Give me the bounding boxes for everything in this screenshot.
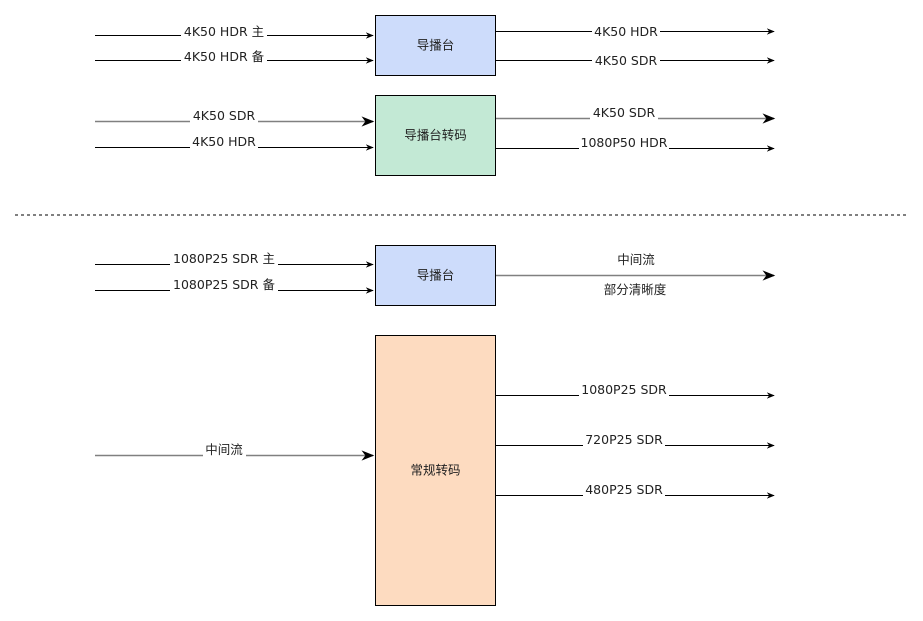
edge-output-480p25-sdr[interactable]: 480P25 SDR (496, 482, 775, 499)
node-switcher-top-label: 导播台 (417, 38, 455, 53)
node-switcher-transcode-label: 导播台转码 (404, 128, 467, 143)
edge-label: 中间流 (205, 442, 243, 457)
edge-output-720p25-sdr[interactable]: 720P25 SDR (496, 432, 775, 449)
edge-label: 4K50 HDR (594, 24, 658, 39)
edge-input-4k50-hdr[interactable]: 4K50 HDR (95, 134, 374, 152)
node-switcher-lower[interactable]: 导播台 (375, 245, 496, 306)
node-switcher-transcode[interactable]: 导播台转码 (375, 95, 496, 176)
edge-label: 1080P50 HDR (581, 135, 668, 150)
edge-input-1080p25-sdr-backup[interactable]: 1080P25 SDR 备 (95, 277, 374, 294)
edge-label: 4K50 HDR 备 (184, 49, 265, 64)
edge-output-4k50-sdr-transcode[interactable]: 4K50 SDR (496, 105, 776, 124)
edge-output-4k50-sdr[interactable]: 4K50 SDR (496, 53, 775, 69)
edge-label: 1080P25 SDR (581, 382, 667, 397)
edge-sublabel: 部分清晰度 (604, 282, 667, 297)
edge-input-intermediate-stream[interactable]: 中间流 (95, 442, 375, 461)
edge-label: 4K50 HDR 主 (184, 24, 264, 39)
node-switcher-lower-label: 导播台 (417, 268, 455, 283)
edge-label: 4K50 HDR (192, 134, 256, 149)
node-regular-transcode-label: 常规转码 (410, 463, 460, 478)
edge-input-4k50-hdr-main[interactable]: 4K50 HDR 主 (95, 24, 374, 42)
edge-output-intermediate-stream[interactable]: 中间流 部分清晰度 (496, 252, 776, 297)
edge-input-1080p25-sdr-main[interactable]: 1080P25 SDR 主 (95, 251, 374, 268)
edge-label: 4K50 SDR (593, 105, 656, 120)
edge-label: 1080P25 SDR 备 (173, 277, 275, 292)
edge-label: 中间流 (617, 252, 655, 267)
edge-input-4k50-sdr[interactable]: 4K50 SDR (95, 108, 375, 127)
edge-label: 1080P25 SDR 主 (173, 251, 275, 266)
edge-output-1080p50-hdr[interactable]: 1080P50 HDR (496, 135, 775, 152)
node-switcher-top[interactable]: 导播台 (375, 15, 496, 76)
edge-output-1080p25-sdr[interactable]: 1080P25 SDR (496, 382, 775, 399)
edge-label: 720P25 SDR (585, 432, 663, 447)
edge-label: 4K50 SDR (193, 108, 256, 123)
edge-label: 4K50 SDR (595, 53, 658, 68)
node-regular-transcode[interactable]: 常规转码 (375, 335, 496, 606)
edge-label: 480P25 SDR (585, 482, 663, 497)
edge-output-4k50-hdr[interactable]: 4K50 HDR (496, 23, 775, 39)
edge-input-4k50-hdr-backup[interactable]: 4K50 HDR 备 (95, 49, 374, 67)
